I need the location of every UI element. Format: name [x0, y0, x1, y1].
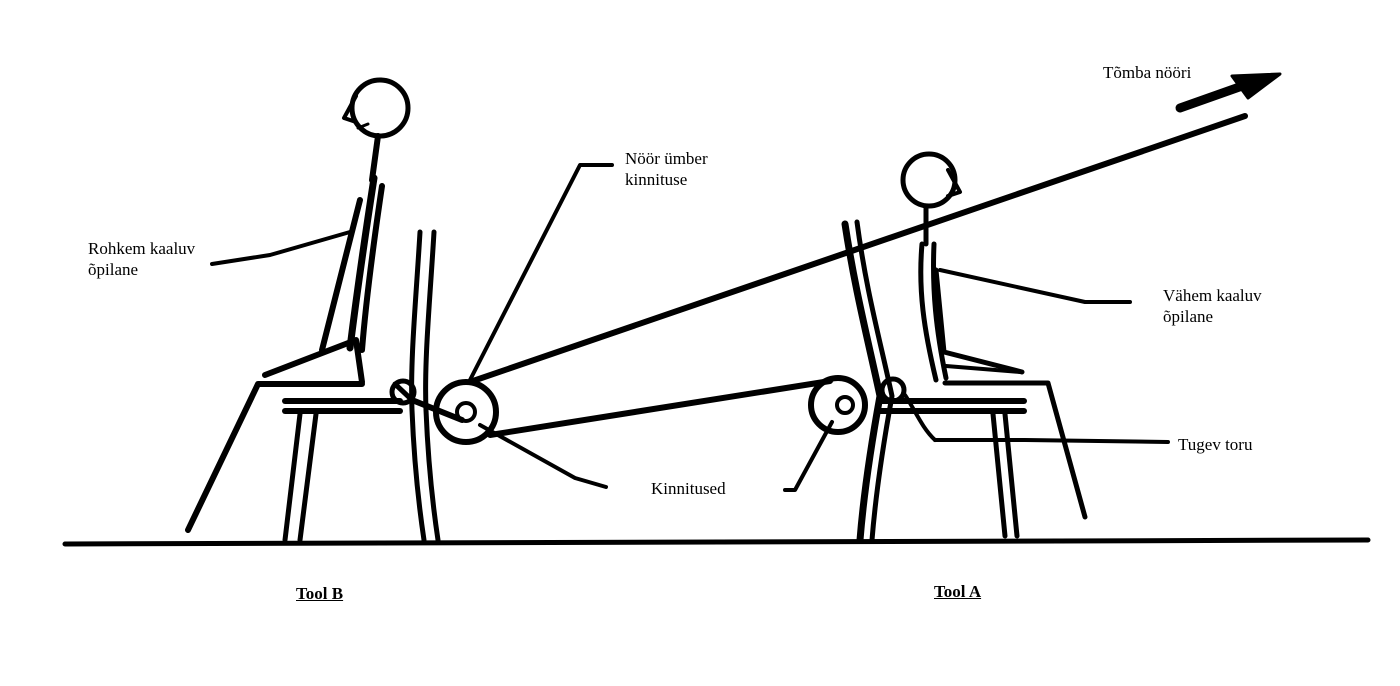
chair-b [185, 229, 441, 543]
ground-line [62, 537, 1371, 547]
rope-around-fastener-label: Nöör ümber kinnituse [625, 149, 708, 189]
lighter-student-label: Vähem kaaluv õpilane [1163, 286, 1262, 326]
leader-lines [210, 163, 1170, 492]
pull-rope-label: Tõmba nööri [1103, 63, 1192, 82]
pulley-right [808, 375, 868, 435]
chair-a [841, 219, 1088, 544]
strong-pipe-label: Tugev toru [1178, 435, 1253, 454]
heavier-student-figure [262, 77, 411, 385]
chair-a-caption: Tool A [934, 582, 982, 601]
lighter-student-figure [900, 151, 1025, 383]
heavier-student-label: Rohkem kaaluv õpilane [88, 239, 196, 279]
rope [409, 113, 1248, 438]
fasteners-label: Kinnitused [651, 479, 726, 498]
pull-arrow [1175, 72, 1282, 113]
chair-b-caption: Tool B [296, 584, 344, 603]
